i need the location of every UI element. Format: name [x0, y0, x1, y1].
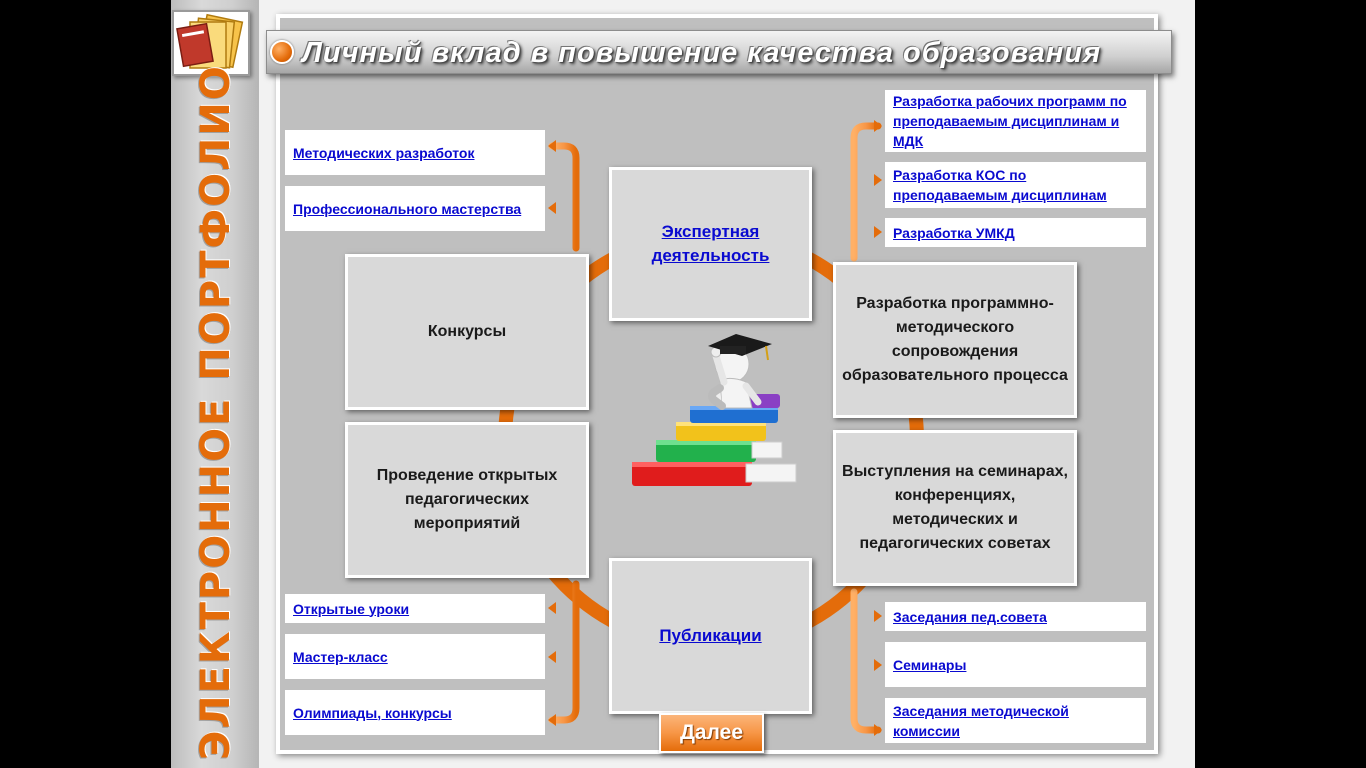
- link-box-olimpiady: Олимпиады, конкурсы: [285, 690, 545, 735]
- link-otkrytye-uroki[interactable]: Открытые уроки: [293, 600, 410, 617]
- next-button[interactable]: Далее: [659, 713, 764, 753]
- link-box-metod-razrabotok: Методических разработок: [285, 130, 545, 175]
- link-box-master-klass: Мастер-класс: [285, 634, 545, 679]
- box-provedenie: Проведение открытых педагогических мероп…: [345, 422, 589, 578]
- box-vystupleniya: Выступления на семинарах, конференциях, …: [833, 430, 1077, 586]
- link-box-seminary: Семинары: [885, 642, 1146, 687]
- link-rabochie-programmy[interactable]: Разработка рабочих программ по преподава…: [893, 93, 1127, 149]
- title-bar: [266, 30, 1172, 74]
- sidebar-title: ЭЛЕКТРОННОЕ ПОРТФОЛИО: [193, 64, 239, 760]
- link-ped-sovet[interactable]: Заседания пед.совета: [893, 608, 1047, 625]
- link-metod-razrabotok[interactable]: Методических разработок: [293, 144, 475, 161]
- link-box-metod-komissii: Заседания методической комиссии: [885, 698, 1146, 743]
- folders-icon: [172, 10, 250, 76]
- page-title: Личный вклад в повышение качества образо…: [302, 37, 1102, 69]
- link-box-ped-sovet: Заседания пед.совета: [885, 602, 1146, 631]
- link-umkd[interactable]: Разработка УМКД: [893, 224, 1015, 241]
- link-box-rabochie-programmy: Разработка рабочих программ по преподава…: [885, 90, 1146, 152]
- link-master-klass[interactable]: Мастер-класс: [293, 648, 388, 665]
- link-box-kos: Разработка КОС по преподаваемым дисципли…: [885, 162, 1146, 208]
- link-box-prof-masterstva: Профессионального мастерства: [285, 186, 545, 231]
- box-publikacii: Публикации: [609, 558, 812, 714]
- link-metod-komissii[interactable]: Заседания методической комиссии: [893, 702, 1069, 739]
- link-box-umkd: Разработка УМКД: [885, 218, 1146, 247]
- bullet-dot-icon: [270, 40, 294, 64]
- graduate-on-books-icon: [632, 334, 797, 486]
- sidebar-band: [171, 0, 259, 768]
- link-expert[interactable]: Экспертная деятельность: [651, 222, 770, 265]
- box-expert: Экспертная деятельность: [609, 167, 812, 321]
- link-olimpiady[interactable]: Олимпиады, конкурсы: [293, 704, 452, 721]
- link-box-otkrytye-uroki: Открытые уроки: [285, 594, 545, 623]
- box-razrabotka: Разработка программно-методического сопр…: [833, 262, 1077, 418]
- link-prof-masterstva[interactable]: Профессионального мастерства: [293, 200, 522, 217]
- link-seminary[interactable]: Семинары: [893, 656, 967, 673]
- box-konkursy: Конкурсы: [345, 254, 589, 410]
- link-publikacii[interactable]: Публикации: [659, 626, 762, 645]
- link-kos[interactable]: Разработка КОС по преподаваемым дисципли…: [893, 167, 1107, 203]
